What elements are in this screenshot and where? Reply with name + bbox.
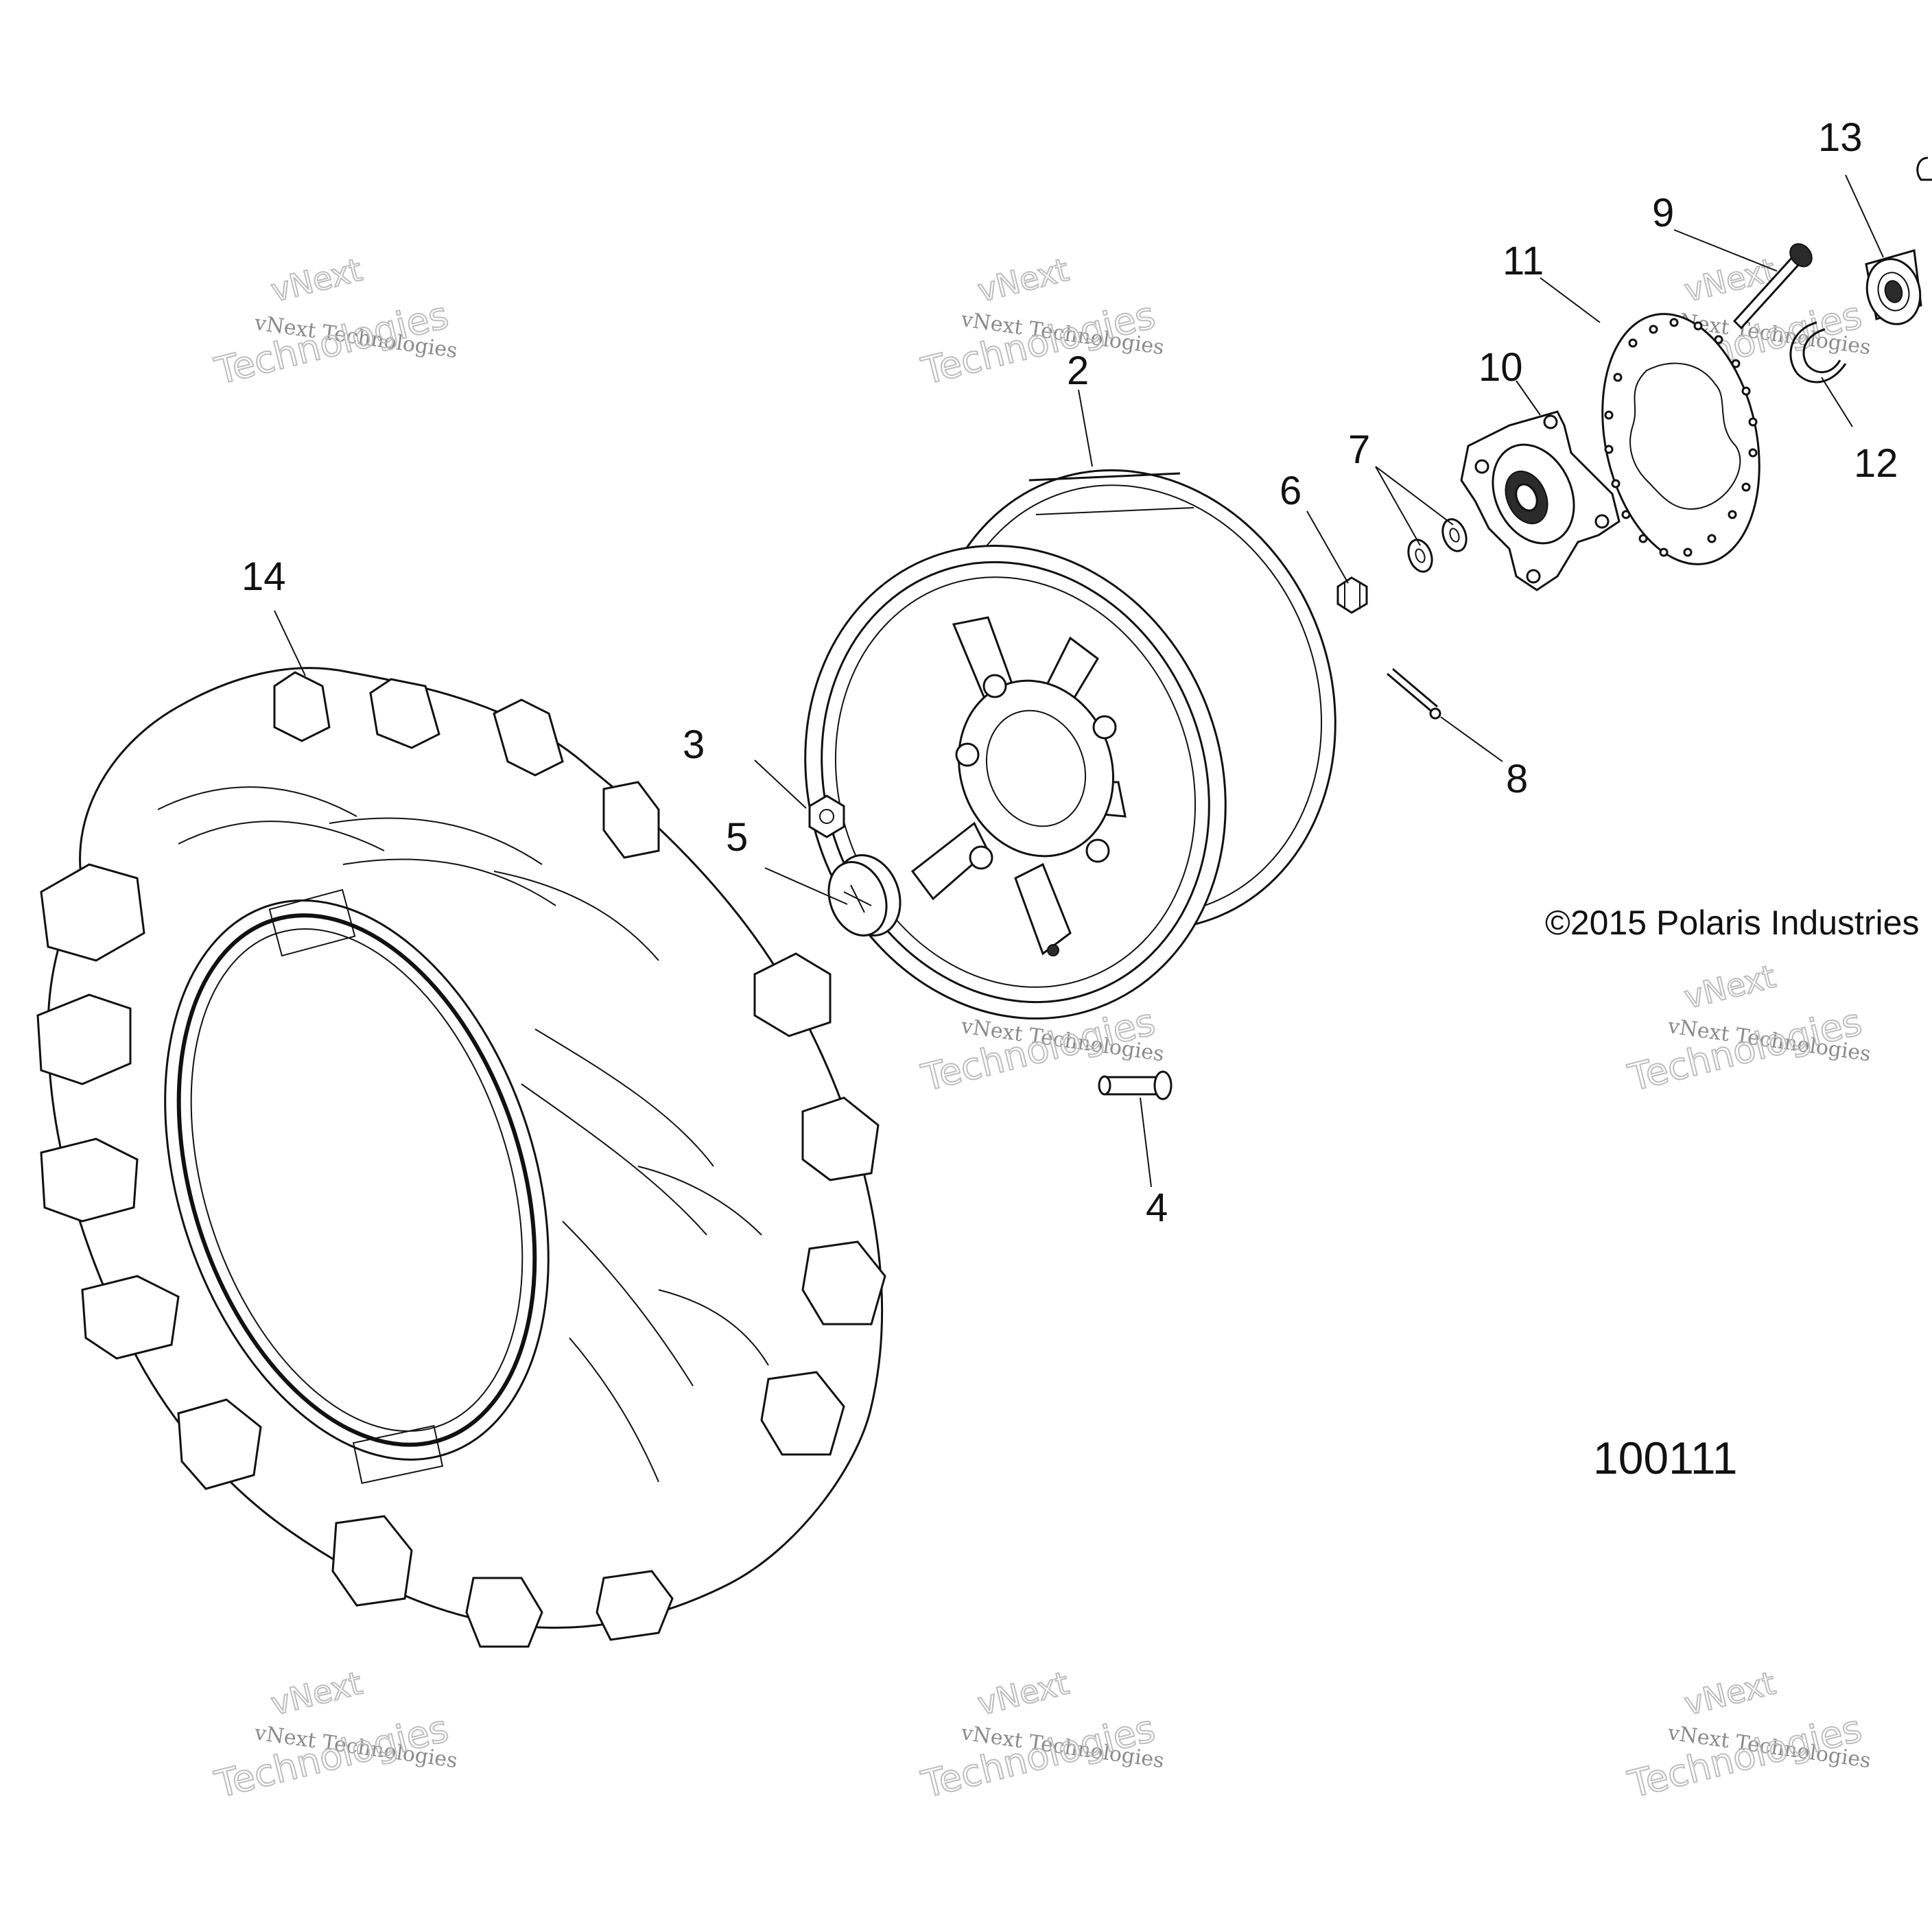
washer-parts bbox=[1407, 518, 1468, 573]
copyright-text: ©2015 Polaris Industries bbox=[1545, 904, 1919, 942]
watermark-bottom-left: vNext vNext Technologies Technologies bbox=[210, 1664, 459, 1807]
callout-14: 14 bbox=[242, 554, 286, 599]
wheel-hub-part bbox=[1460, 410, 1621, 591]
leader-lines bbox=[274, 174, 1884, 1188]
leader-7a bbox=[1375, 466, 1421, 546]
callout-3: 3 bbox=[683, 722, 705, 767]
tire-part bbox=[36, 667, 886, 1648]
svg-text:Technologies: Technologies bbox=[211, 1707, 453, 1806]
callout-4: 4 bbox=[1146, 1186, 1168, 1230]
svg-text:Technologies: Technologies bbox=[211, 294, 453, 393]
callout-labels: 2 3 4 5 6 7 8 9 10 11 12 13 14 bbox=[242, 115, 1898, 1230]
figure-number: 100111 bbox=[1593, 1433, 1737, 1483]
svg-text:vNext: vNext bbox=[1681, 958, 1779, 1016]
leader-2 bbox=[1078, 389, 1093, 467]
svg-text:vNext: vNext bbox=[268, 251, 366, 309]
leader-3 bbox=[754, 759, 807, 809]
callout-9: 9 bbox=[1652, 191, 1674, 235]
svg-text:vNext: vNext bbox=[1681, 1664, 1779, 1723]
callout-11: 11 bbox=[1503, 239, 1544, 283]
leader-11 bbox=[1540, 277, 1601, 323]
lug-nut-part bbox=[808, 794, 845, 838]
callout-12: 12 bbox=[1854, 441, 1898, 486]
leader-4 bbox=[1140, 1097, 1152, 1188]
watermark-bottom-right: vNext vNext Technologies Technologies bbox=[1623, 1664, 1872, 1807]
svg-text:vNext: vNext bbox=[974, 251, 1072, 309]
leader-8 bbox=[1440, 716, 1503, 762]
callout-5: 5 bbox=[726, 815, 748, 860]
leader-9 bbox=[1673, 229, 1778, 272]
brake-disc-holes bbox=[1604, 318, 1758, 557]
brake-disc-part bbox=[1601, 313, 1760, 565]
svg-text:vNext: vNext bbox=[268, 1664, 366, 1723]
svg-text:Technologies: Technologies bbox=[917, 294, 1159, 393]
partial-part-edge bbox=[1916, 156, 1932, 181]
bearing-part bbox=[1865, 249, 1922, 325]
wheel-rim-part bbox=[804, 469, 1336, 1020]
callout-10: 10 bbox=[1479, 345, 1523, 390]
leader-14 bbox=[274, 610, 306, 676]
callout-2: 2 bbox=[1067, 349, 1089, 393]
svg-text:Technologies: Technologies bbox=[1624, 1707, 1866, 1806]
svg-text:Technologies: Technologies bbox=[1624, 1000, 1866, 1100]
svg-text:vNext: vNext bbox=[974, 1664, 1072, 1723]
leader-7b bbox=[1375, 466, 1454, 526]
bolt-part bbox=[1732, 243, 1813, 330]
callout-7: 7 bbox=[1348, 427, 1370, 472]
leader-13 bbox=[1845, 174, 1884, 258]
svg-text:Technologies: Technologies bbox=[917, 1707, 1159, 1806]
leader-5 bbox=[764, 867, 848, 905]
castle-nut-part bbox=[1336, 576, 1368, 614]
watermark-middle-right: vNext vNext Technologies Technologies bbox=[1623, 957, 1872, 1100]
center-cap-part bbox=[827, 854, 902, 936]
watermark-top-left: vNext vNext Technologies Technologies bbox=[210, 250, 459, 394]
callout-6: 6 bbox=[1280, 469, 1301, 513]
snap-ring-part bbox=[1789, 321, 1847, 384]
leader-10 bbox=[1516, 380, 1541, 416]
callout-13: 13 bbox=[1818, 115, 1863, 160]
watermark-bottom-center: vNext vNext Technologies Technologies bbox=[917, 1664, 1166, 1807]
watermark-top-center: vNext vNext Technologies Technologies bbox=[917, 250, 1166, 394]
leader-6 bbox=[1306, 510, 1349, 584]
leader-12 bbox=[1821, 377, 1853, 427]
cotter-pin-part bbox=[1387, 668, 1441, 720]
valve-stem-part bbox=[1098, 1070, 1173, 1100]
callout-8: 8 bbox=[1506, 757, 1528, 801]
